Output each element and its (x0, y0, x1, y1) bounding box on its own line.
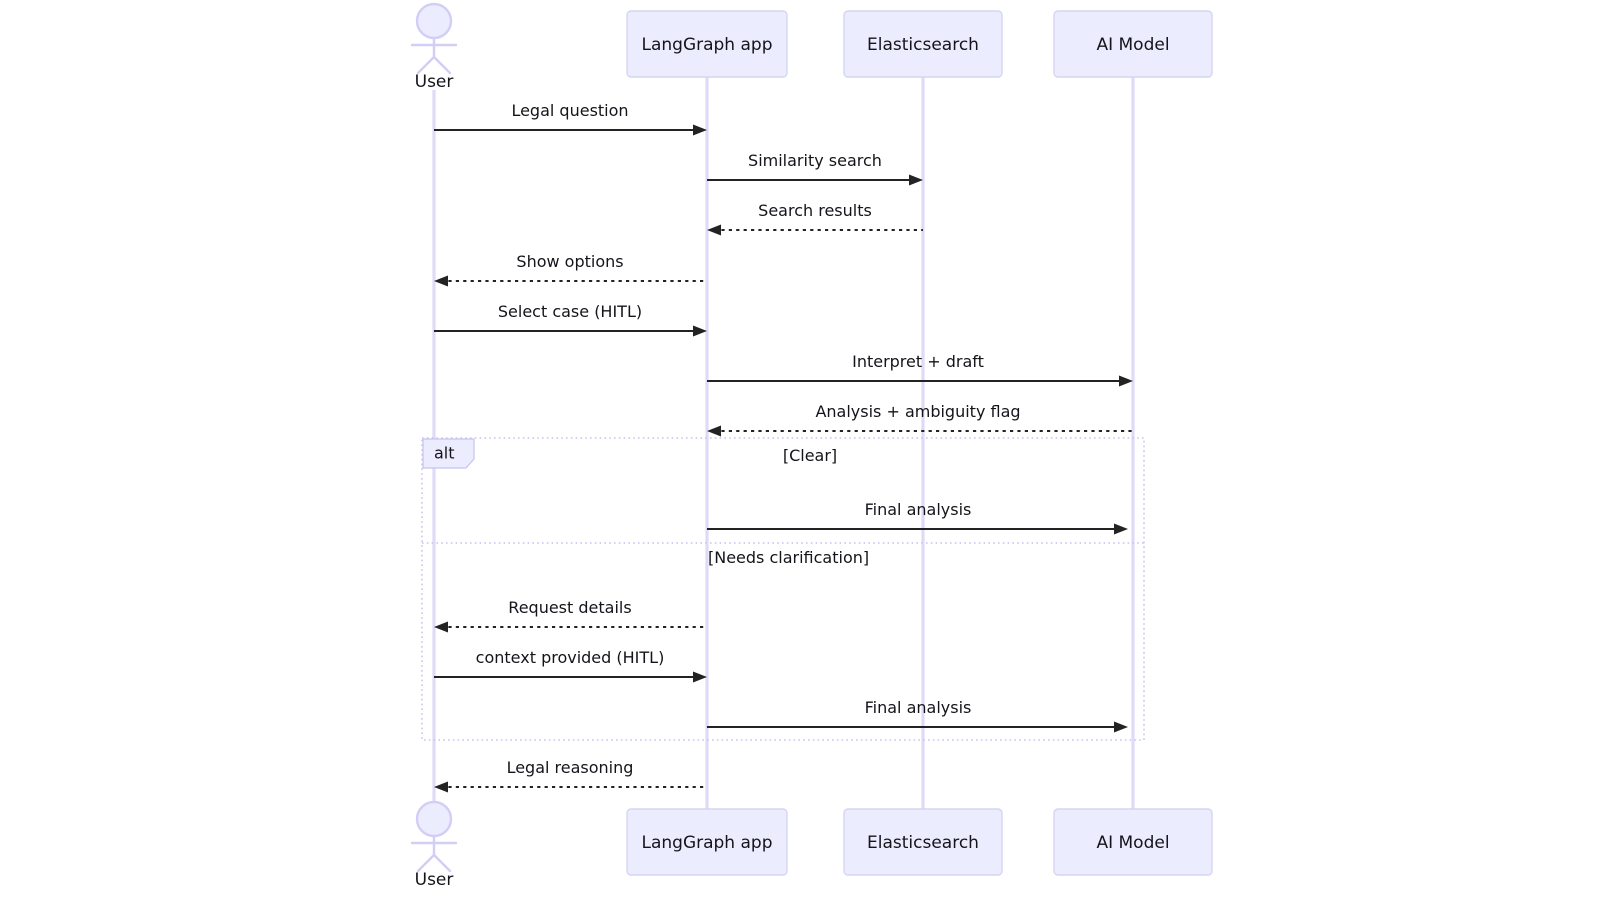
participant-label-ai-model-top: AI Model (1096, 35, 1169, 55)
participant-label-langgraph-top: LangGraph app (641, 35, 772, 55)
participant-box (843, 10, 1003, 78)
arrow-head-left (434, 275, 448, 287)
message-interpret-draft: Interpret + draft (707, 352, 1133, 387)
message-legal-reasoning: Legal reasoning (434, 758, 707, 793)
message-label: Interpret + draft (852, 352, 984, 371)
actor-body-icon (410, 36, 458, 75)
participant-label-ai-model-bottom: AI Model (1096, 833, 1169, 853)
message-request-details: Request details (434, 598, 707, 633)
arrow-head-right (693, 124, 707, 136)
participant-ai-model-top[interactable]: AI Model (1053, 10, 1213, 78)
message-legal-question: Legal question (434, 101, 707, 136)
actor-body-icon (410, 834, 458, 873)
arrow-head-right (909, 174, 923, 186)
message-similarity-search: Similarity search (707, 151, 923, 186)
message-analysis-ambiguity-flag: Analysis + ambiguity flag (707, 402, 1133, 437)
message-label: Final analysis (865, 500, 972, 519)
actor-user-top[interactable]: User (410, 2, 458, 92)
actor-head-icon (415, 800, 453, 838)
message-label: context provided (HITL) (476, 648, 665, 667)
arrow-head-left (707, 425, 721, 437)
message-label: Legal reasoning (507, 758, 634, 777)
alt-branch-condition-clear: [Clear] (783, 446, 837, 465)
participant-box (1053, 10, 1213, 78)
alt-tag-shape (422, 438, 475, 469)
participant-elasticsearch-bottom[interactable]: Elasticsearch (843, 808, 1003, 876)
participant-label-elasticsearch-bottom: Elasticsearch (867, 833, 979, 853)
arrow-head-right (1114, 721, 1128, 733)
arrow-head-left (434, 621, 448, 633)
actor-label-user-bottom: User (415, 870, 454, 890)
arrow-head-right (1119, 375, 1133, 387)
alt-frame-border (421, 437, 1145, 741)
message-label: Final analysis (865, 698, 972, 717)
messages-layer: Legal question Similarity search Search … (434, 101, 1133, 793)
message-label: Legal question (511, 101, 628, 120)
message-final-analysis-clear: Final analysis (707, 500, 1128, 535)
message-label: Request details (508, 598, 631, 617)
message-label: Search results (758, 201, 872, 220)
actor-label-user-top: User (415, 72, 454, 92)
message-label: Select case (HITL) (498, 302, 642, 321)
participant-langgraph-bottom[interactable]: LangGraph app (626, 808, 788, 876)
alt-branch-condition-needs-clarification: [Needs clarification] (708, 548, 869, 567)
arrow-head-left (707, 224, 721, 236)
actor-head-icon (415, 2, 453, 40)
message-label: Show options (516, 252, 623, 271)
participant-box (1053, 808, 1213, 876)
lifelines-layer (432, 77, 1135, 809)
arrow-head-right (1114, 523, 1128, 535)
participant-box (843, 808, 1003, 876)
arrow-head-left (434, 781, 448, 793)
alt-fragment: alt [Clear] [Needs clarification] (421, 437, 1145, 741)
participants-top: User LangGraph app Elasticsearch AI Mode… (410, 2, 1213, 92)
message-select-case: Select case (HITL) (434, 302, 707, 337)
participant-label-elasticsearch-top: Elasticsearch (867, 35, 979, 55)
participant-label-langgraph-bottom: LangGraph app (641, 833, 772, 853)
participant-ai-model-bottom[interactable]: AI Model (1053, 808, 1213, 876)
participant-elasticsearch-top[interactable]: Elasticsearch (843, 10, 1003, 78)
message-show-options: Show options (434, 252, 707, 287)
actor-user-bottom[interactable]: User (410, 800, 458, 890)
message-final-analysis-clarified: Final analysis (707, 698, 1128, 733)
message-search-results: Search results (707, 201, 923, 236)
message-context-provided: context provided (HITL) (434, 648, 707, 683)
message-label: Analysis + ambiguity flag (815, 402, 1020, 421)
participant-box (626, 10, 788, 78)
arrow-head-right (693, 671, 707, 683)
message-label: Similarity search (748, 151, 882, 170)
participant-box (626, 808, 788, 876)
participants-bottom: User LangGraph app Elasticsearch AI Mode… (410, 800, 1213, 890)
participant-langgraph-top[interactable]: LangGraph app (626, 10, 788, 78)
arrow-head-right (693, 325, 707, 337)
alt-tag-label: alt (434, 444, 455, 463)
